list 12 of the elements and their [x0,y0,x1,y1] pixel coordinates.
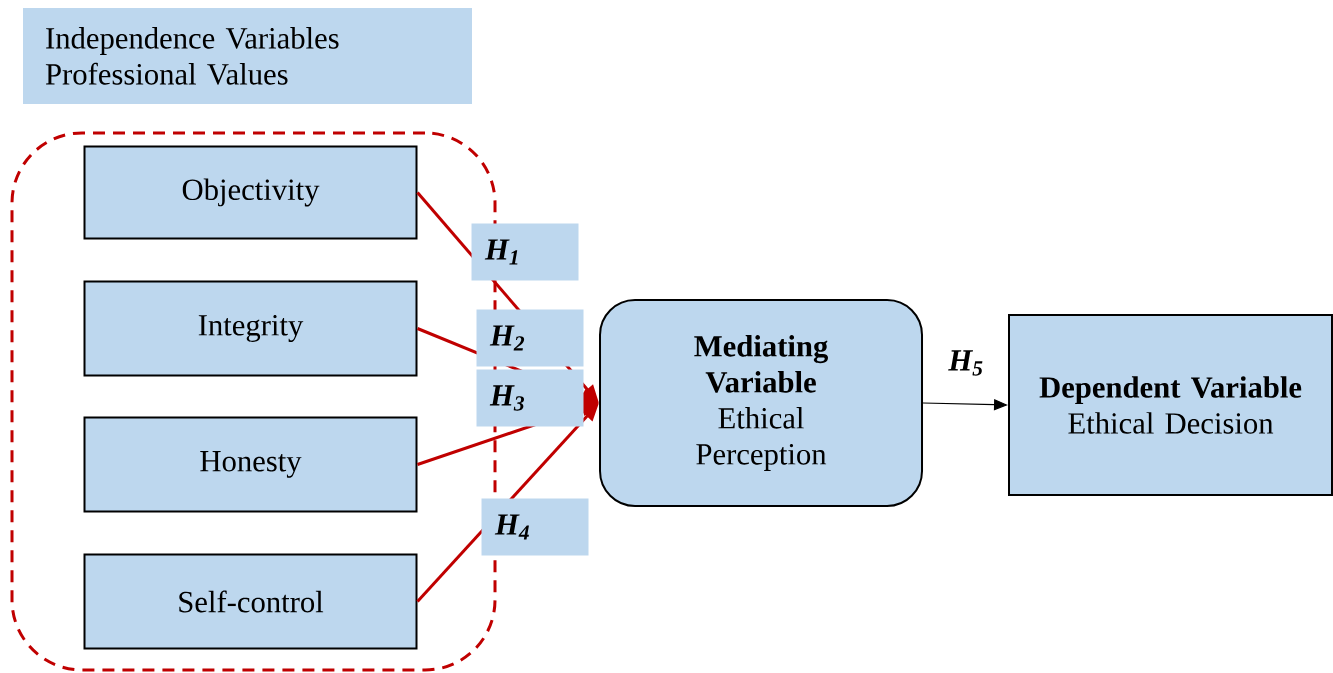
edge-label: H$_{5}$ [948,350,983,376]
mediator-box: Mediating Variable Ethical Perception [599,299,923,507]
edge-label: H$_{4}$ [481,498,589,556]
variable-box: Dependent Variable Ethical Decision [1008,314,1333,496]
variable-box: Integrity [83,280,418,377]
edge-label: H$_{1}$ [471,223,579,281]
variable-box: Objectivity [83,145,418,240]
variable-box: Self-control [83,553,418,650]
variable-box: Honesty [83,416,418,513]
edge-label: H$_{3}$ [476,369,584,427]
header-box: Independence Variables Professional Values [23,8,472,104]
edge-label: H$_{2}$ [476,309,584,367]
